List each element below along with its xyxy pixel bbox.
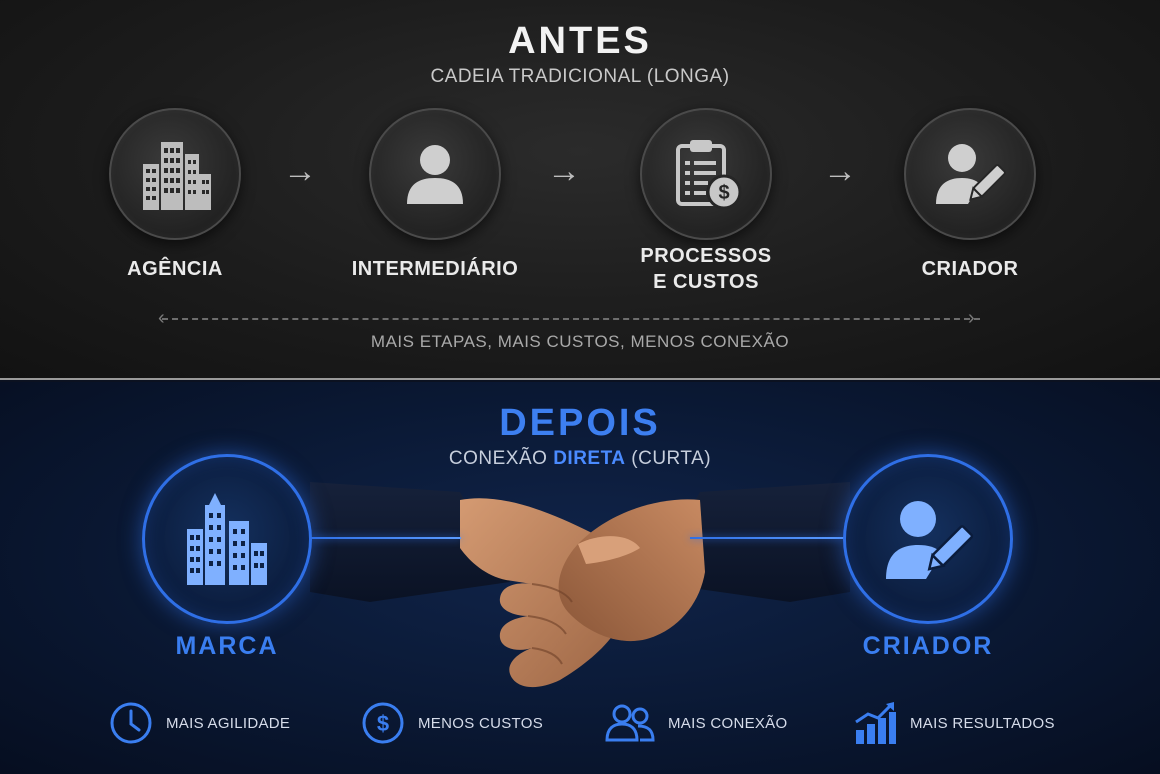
subtitle-highlight: DIRETA [553,448,626,469]
benefit-label: MAIS CONEXÃO [668,714,788,732]
dollar-circle-icon: $ [362,702,404,744]
arrow-icon: → [283,152,317,190]
creator-label: CRIADOR [921,258,1019,280]
bar-chart-up-icon [855,702,896,744]
handshake-image [310,482,850,688]
creator-label-after: CRIADOR [862,632,994,660]
benefit-label: MAIS AGILIDADE [166,714,291,732]
arrow-icon: → [547,152,581,190]
after-title: DEPOIS [499,402,661,444]
person-pencil-icon [886,501,974,579]
buildings-icon [187,493,267,585]
right-connector [690,537,845,539]
creator-node-after [843,454,1013,624]
svg-text:$: $ [377,711,389,736]
people-icon [605,704,655,742]
before-caption: MAIS ETAPAS, MAIS CUSTOS, MENOS CONEXÃO [370,332,790,351]
intermediary-label: INTERMEDIÁRIO [351,258,519,280]
clock-icon [110,702,152,744]
brand-label: MARCA [175,632,279,660]
creator-node [904,108,1036,240]
clipboard-dollar-icon: $ [676,140,742,210]
arrow-right-icon: › [968,307,975,329]
dashed-connector [162,318,980,320]
left-connector [311,537,461,539]
brand-node [142,454,312,624]
intermediary-node [369,108,501,240]
agency-node [109,108,241,240]
benefit-agility: MAIS AGILIDADE [108,700,290,746]
process-costs-node: $ [640,108,772,240]
benefit-connection: MAIS CONEXÃO [604,700,787,746]
agency-label: AGÊNCIA [127,258,223,280]
benefit-costs: $ MENOS CUSTOS [360,700,543,746]
person-pencil-icon [936,144,1006,204]
before-subtitle: CADEIA TRADICIONAL (LONGA) [430,66,730,87]
arrow-left-icon: ‹ [158,307,165,329]
after-subtitle: CONEXÃO DIRETA (CURTA) [448,448,712,469]
buildings-icon [143,142,211,210]
before-title: ANTES [508,20,652,62]
benefit-label: MAIS RESULTADOS [910,714,1055,732]
svg-text:$: $ [718,182,729,204]
process-costs-label: PROCESSOS E CUSTOS [640,245,772,293]
benefit-label: MENOS CUSTOS [418,714,544,732]
before-section: ANTES CADEIA TRADICIONAL (LONGA) [0,0,1160,380]
person-icon [407,145,463,204]
arrow-icon: → [823,152,857,190]
after-section: DEPOIS CONEXÃO DIRETA (CURTA) [0,382,1160,774]
benefit-results: MAIS RESULTADOS [852,700,1055,746]
